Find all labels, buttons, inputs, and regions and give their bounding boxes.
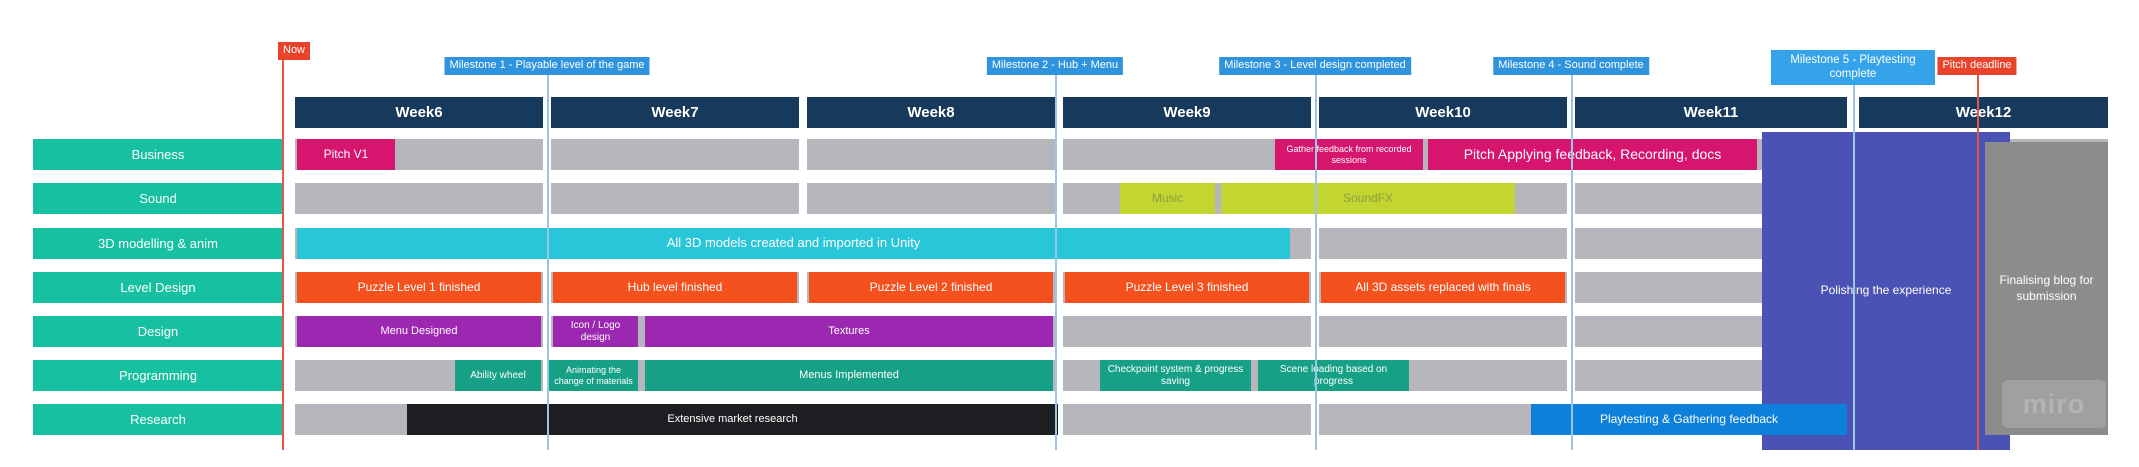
- row-label-design[interactable]: Design: [33, 316, 283, 347]
- week-row-slot: [295, 183, 543, 214]
- milestone-label-m2[interactable]: Milestone 2 - Hub + Menu: [986, 57, 1124, 75]
- week-row-slot: [1063, 316, 1311, 347]
- task-bar[interactable]: Scene loading based on progress: [1258, 360, 1409, 391]
- miro-watermark: miro: [2002, 380, 2106, 428]
- task-bar[interactable]: Hub level finished: [553, 272, 797, 303]
- task-bar[interactable]: Puzzle Level 3 finished: [1065, 272, 1309, 303]
- milestone-line-m3: [1315, 74, 1317, 450]
- week-row-slot: [807, 139, 1055, 170]
- row-label-level-design[interactable]: Level Design: [33, 272, 283, 303]
- milestone-label-m3[interactable]: Milestone 3 - Level design completed: [1219, 57, 1411, 75]
- week-header-week8[interactable]: Week8: [807, 97, 1055, 128]
- milestone-line-now: [282, 60, 284, 450]
- week-row-slot: [551, 139, 799, 170]
- milestone-line-m2: [1055, 74, 1057, 450]
- milestone-line-pitch: [1977, 75, 1979, 450]
- milestone-label-now[interactable]: Now: [278, 42, 311, 60]
- task-bar[interactable]: Menu Designed: [297, 316, 541, 347]
- task-bar[interactable]: SoundFX: [1221, 183, 1515, 214]
- row-label-research[interactable]: Research: [33, 404, 283, 435]
- week-header-week10[interactable]: Week10: [1319, 97, 1567, 128]
- milestone-line-m1: [547, 74, 549, 450]
- week-row-slot: [1319, 228, 1567, 259]
- task-bar[interactable]: Puzzle Level 2 finished: [809, 272, 1053, 303]
- task-bar[interactable]: All 3D assets replaced with finals: [1321, 272, 1565, 303]
- milestone-label-pitch[interactable]: Pitch deadline: [1937, 57, 2017, 75]
- task-bar[interactable]: Ability wheel: [455, 360, 541, 391]
- task-bar[interactable]: Icon / Logo design: [553, 316, 638, 347]
- row-label-3d-modelling-anim[interactable]: 3D modelling & anim: [33, 228, 283, 259]
- polishing-label: Polishing the experience: [1820, 283, 1952, 298]
- row-label-programming[interactable]: Programming: [33, 360, 283, 391]
- week-header-week12[interactable]: Week12: [1859, 97, 2108, 128]
- milestone-label-m1[interactable]: Milestone 1 - Playable level of the game: [444, 57, 650, 75]
- task-bar[interactable]: Gather feedback from recorded sessions: [1275, 139, 1423, 170]
- task-bar[interactable]: Checkpoint system & progress saving: [1100, 360, 1251, 391]
- week-row-slot: [1063, 404, 1311, 435]
- finalising-label: Finalising blog for submission: [1999, 272, 2094, 303]
- milestone-line-m5: [1853, 82, 1855, 450]
- week-row-slot: [807, 183, 1055, 214]
- task-bar[interactable]: Extensive market research: [407, 404, 1058, 435]
- milestone-label-m4[interactable]: Milestone 4 - Sound complete: [1493, 57, 1649, 75]
- milestone-line-m4: [1571, 74, 1573, 450]
- task-bar[interactable]: Textures: [645, 316, 1053, 347]
- row-label-sound[interactable]: Sound: [33, 183, 283, 214]
- task-bar[interactable]: Puzzle Level 1 finished: [297, 272, 541, 303]
- week-row-slot: [1319, 404, 1567, 435]
- week-row-slot: [1063, 139, 1311, 170]
- task-bar[interactable]: Pitch Applying feedback, Recording, docs: [1428, 139, 1757, 170]
- week-row-slot: [551, 183, 799, 214]
- week-header-week9[interactable]: Week9: [1063, 97, 1311, 128]
- week-header-week6[interactable]: Week6: [295, 97, 543, 128]
- task-bar[interactable]: Menus Implemented: [645, 360, 1053, 391]
- row-label-business[interactable]: Business: [33, 139, 283, 170]
- week-header-week7[interactable]: Week7: [551, 97, 799, 128]
- task-bar[interactable]: Animating the change of materials: [549, 360, 638, 391]
- task-bar[interactable]: All 3D models created and imported in Un…: [297, 228, 1290, 259]
- task-bar[interactable]: Playtesting & Gathering feedback: [1531, 404, 1847, 435]
- task-bar[interactable]: Music: [1120, 183, 1215, 214]
- week-header-week11[interactable]: Week11: [1575, 97, 1847, 128]
- week-row-slot: [1319, 316, 1567, 347]
- task-bar[interactable]: Pitch V1: [297, 139, 395, 170]
- milestone-label-m5[interactable]: Milestone 5 - Playtesting complete: [1771, 50, 1935, 85]
- polishing-the-experience-bar[interactable]: Polishing the experience: [1762, 132, 2010, 450]
